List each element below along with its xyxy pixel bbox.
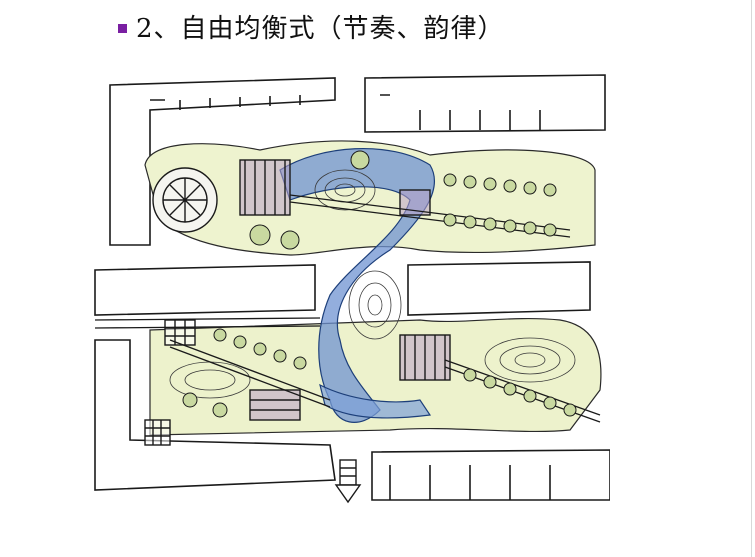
bullet-square-icon (118, 23, 127, 33)
tree-rows (182, 150, 577, 418)
site-plan-sketch (94, 74, 610, 504)
pergolas (144, 159, 451, 446)
entrance-arrow (334, 459, 362, 504)
heading-text: 2、自由均衡式（节奏、韵律） (136, 13, 505, 44)
circular-plaza (152, 167, 218, 233)
building-blocks (94, 74, 610, 501)
slide-edge (751, 0, 752, 557)
contour-mounds (169, 169, 576, 399)
slide-heading: 2、自由均衡式（节奏、韵律） (118, 8, 505, 44)
